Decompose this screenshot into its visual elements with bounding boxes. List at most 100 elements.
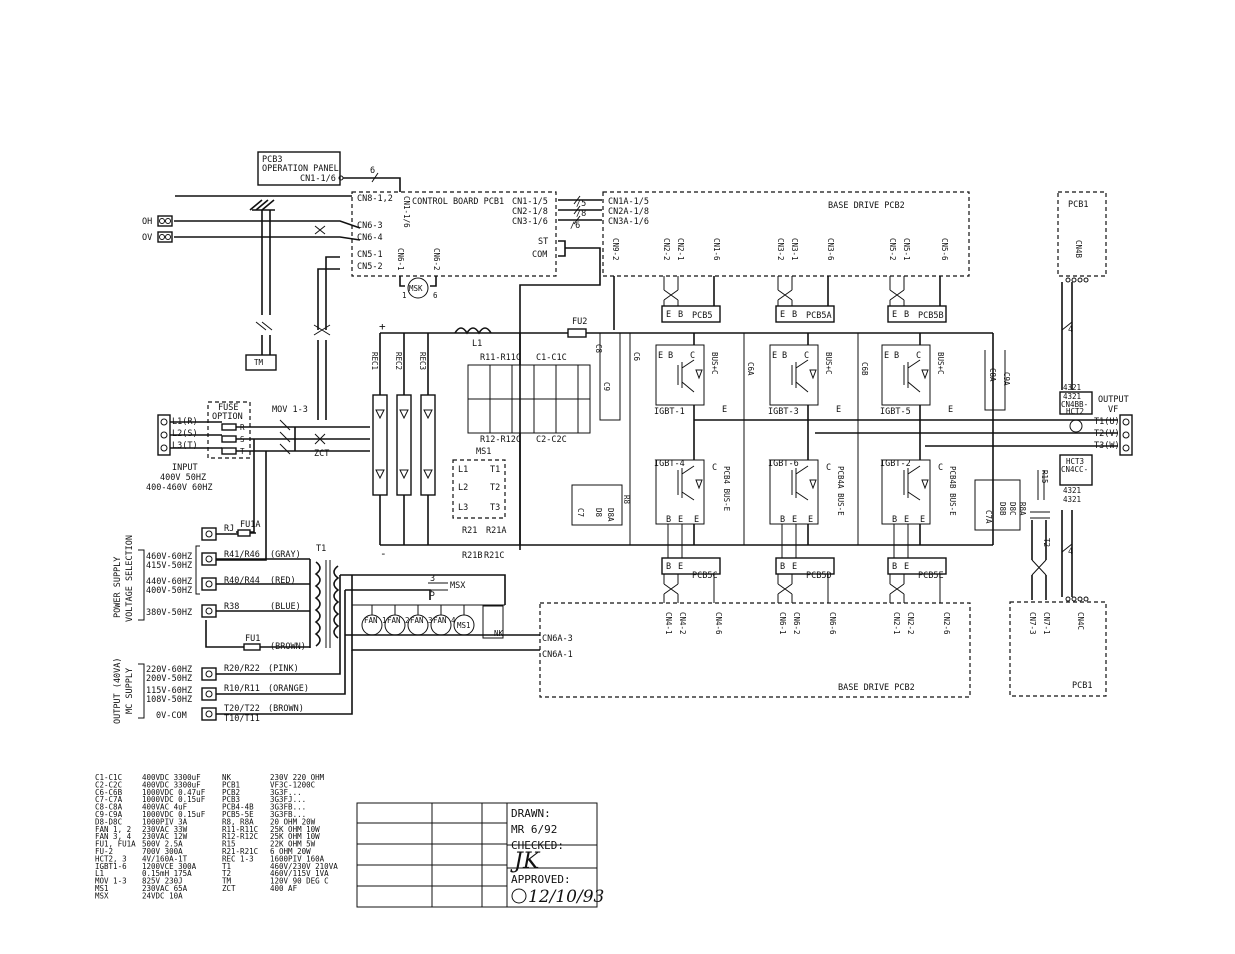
gate-b-pin: B [892,562,897,572]
igbt-e-pin: E [884,351,889,361]
legend-ref: L1 [95,869,104,878]
contact-l3: L3 [458,503,468,513]
hct3-pins-bottom: 4321 [1063,495,1081,504]
c6-label: C6 [632,352,641,362]
control-board-pcb1: CONTROL BOARD PCB1 CN8-1,2 CN6-3 CN6-4 C… [351,191,602,550]
mc-output-title: OUTPUT (40VA) [113,657,123,724]
legend-spec: 1000VDC 0.15uF [142,795,206,804]
ps-row1-v2: 415V-50HZ [146,561,192,571]
cn1a-label: CN1A-1/5 [608,197,649,207]
legend-spec: 400 AF [270,884,298,893]
fu1a-label: FU1A [240,520,260,530]
legend-ref: IGBT1-6 [95,862,127,871]
top-conn-label: CN1-6 [712,238,721,261]
legend-ref: PCB2 [222,788,240,797]
igbt-e-pin: E [694,515,699,525]
legend-ref: R12-R12C [222,832,258,841]
gate-b-pin: B [904,310,909,320]
gate-e-pin: E [892,310,897,320]
legend-ref: ZCT [222,884,236,893]
legend-spec: 20 OHM 20W [270,817,316,826]
igbt-bottom-label: IGBT-2 [880,459,911,469]
igbt-b-pin: B [894,351,899,361]
bottom-conn-label: CN4-1 [664,612,673,635]
top-conn-label: CN2-1 [676,238,685,261]
bottom-conn-label: CN2-1 [892,612,901,635]
c1-label: C1-C1C [536,353,567,363]
t1-label: T1 [316,544,326,554]
igbt-top-label: IGBT-3 [768,407,799,417]
approved-signature: 12/10/93 [528,887,604,907]
top-conn-label: CN3-1 [790,238,799,261]
igbt-top-label: IGBT-1 [654,407,685,417]
bus-plus-label: BUS+C [936,352,945,375]
ms1-label: MS1 [476,447,491,457]
bus-minus-label: PCB4A BUS-E [836,466,845,516]
c7-label: C7 [576,508,585,517]
hct3-label-1: HCT3 [1066,457,1084,466]
c6a-label: C6A [746,362,755,376]
legend-ref: C6-C6B [95,788,123,797]
cn6-4-label: CN6-4 [357,233,383,243]
r21-label: R21 [462,526,477,536]
legend-spec: 230VAC 65A [142,884,188,893]
gate-b-pin: B [792,310,797,320]
legend-spec: 700V 300A [142,847,183,856]
legend-spec: 3G3FB... [270,810,306,819]
tm-thermostat: TM [254,358,264,367]
fan-2: FAN 2 [387,616,410,625]
mc-row1-color: (PINK) [268,664,299,674]
legend-ref: R11-R11C [222,825,258,834]
igbt-b-pin: B [782,351,787,361]
drawn-label: DRAWN: [511,807,551,820]
ps-row2-v1: 440V-60HZ [146,577,192,587]
top-conn-label: CN3-2 [776,238,785,261]
collector-label: C [938,463,943,473]
pcb1-right: PCB1 CN4B 4 PCB1 CN7-3 CN7-1 CN4C 4 [1009,191,1107,697]
output-w: T3(W) [1094,441,1120,451]
legend-ref: T2 [222,869,231,878]
bus-plus: + [379,320,386,333]
drawn-by: MR 6/92 [511,823,557,836]
mc-row2-res: R10/R11 [224,684,260,694]
input-l2: L2(S) [172,429,198,439]
legend-ref: PCB4-4B [222,803,254,812]
cn2-label: CN2-1/8 [512,207,548,217]
gate-b-pin: B [780,562,785,572]
igbt-c-pin: C [690,351,695,361]
cn1-label: CN1-1/5 [512,197,548,207]
legend-ref: FU1, FU1A [95,840,136,849]
fan-1: FAN 1 [364,616,387,625]
legend-spec: 460V/230V 210VA [270,862,338,871]
legend-ref: R15 [222,840,236,849]
gate-b-pin: B [678,310,683,320]
contact-l1: L1 [458,465,468,475]
igbt-c-pin: C [916,351,921,361]
legend-spec: 500V 2.5A [142,840,183,849]
legend-spec: 1600PIV 160A [270,854,325,863]
legend-spec: 825V 230J [142,877,183,886]
legend-spec: 3G3F... [270,788,302,797]
hct2-label-1: CN4BB- [1061,400,1088,409]
legend-ref: D8-D8C [95,817,122,826]
fuse-option-2: OPTION [212,412,243,422]
pcb1-bottom-label: PCB1 [1072,681,1092,691]
input-section: L1(R) L2(S) L3(T) INPUT 400V 50HZ 400-46… [146,401,370,561]
ps-row2-v2: 400V-50HZ [146,586,192,596]
ms1-coil: MS1 [457,621,471,630]
rec2-label: REC2 [394,352,403,370]
operation-panel-pcb3: PCB3 OPERATION PANEL CN1-1/6 6 [257,151,401,192]
mc-row3-v1: 0V-COM [156,711,187,721]
d8b-label: D8B [998,502,1007,516]
legend-spec: 400VDC 3300uF [142,773,201,782]
d8-label: D8 [594,508,603,518]
top-conn-label: CN5-1 [902,238,911,261]
input-voltage-1: 400V 50HZ [160,473,206,483]
ps-row3-color: (BLUE) [270,602,301,612]
bottom-conn-label: CN2-6 [942,612,951,635]
gate-e-pin: E [678,562,683,572]
bottom-conn-label: CN4-6 [714,612,723,635]
r21a-label: R21A [486,526,506,536]
